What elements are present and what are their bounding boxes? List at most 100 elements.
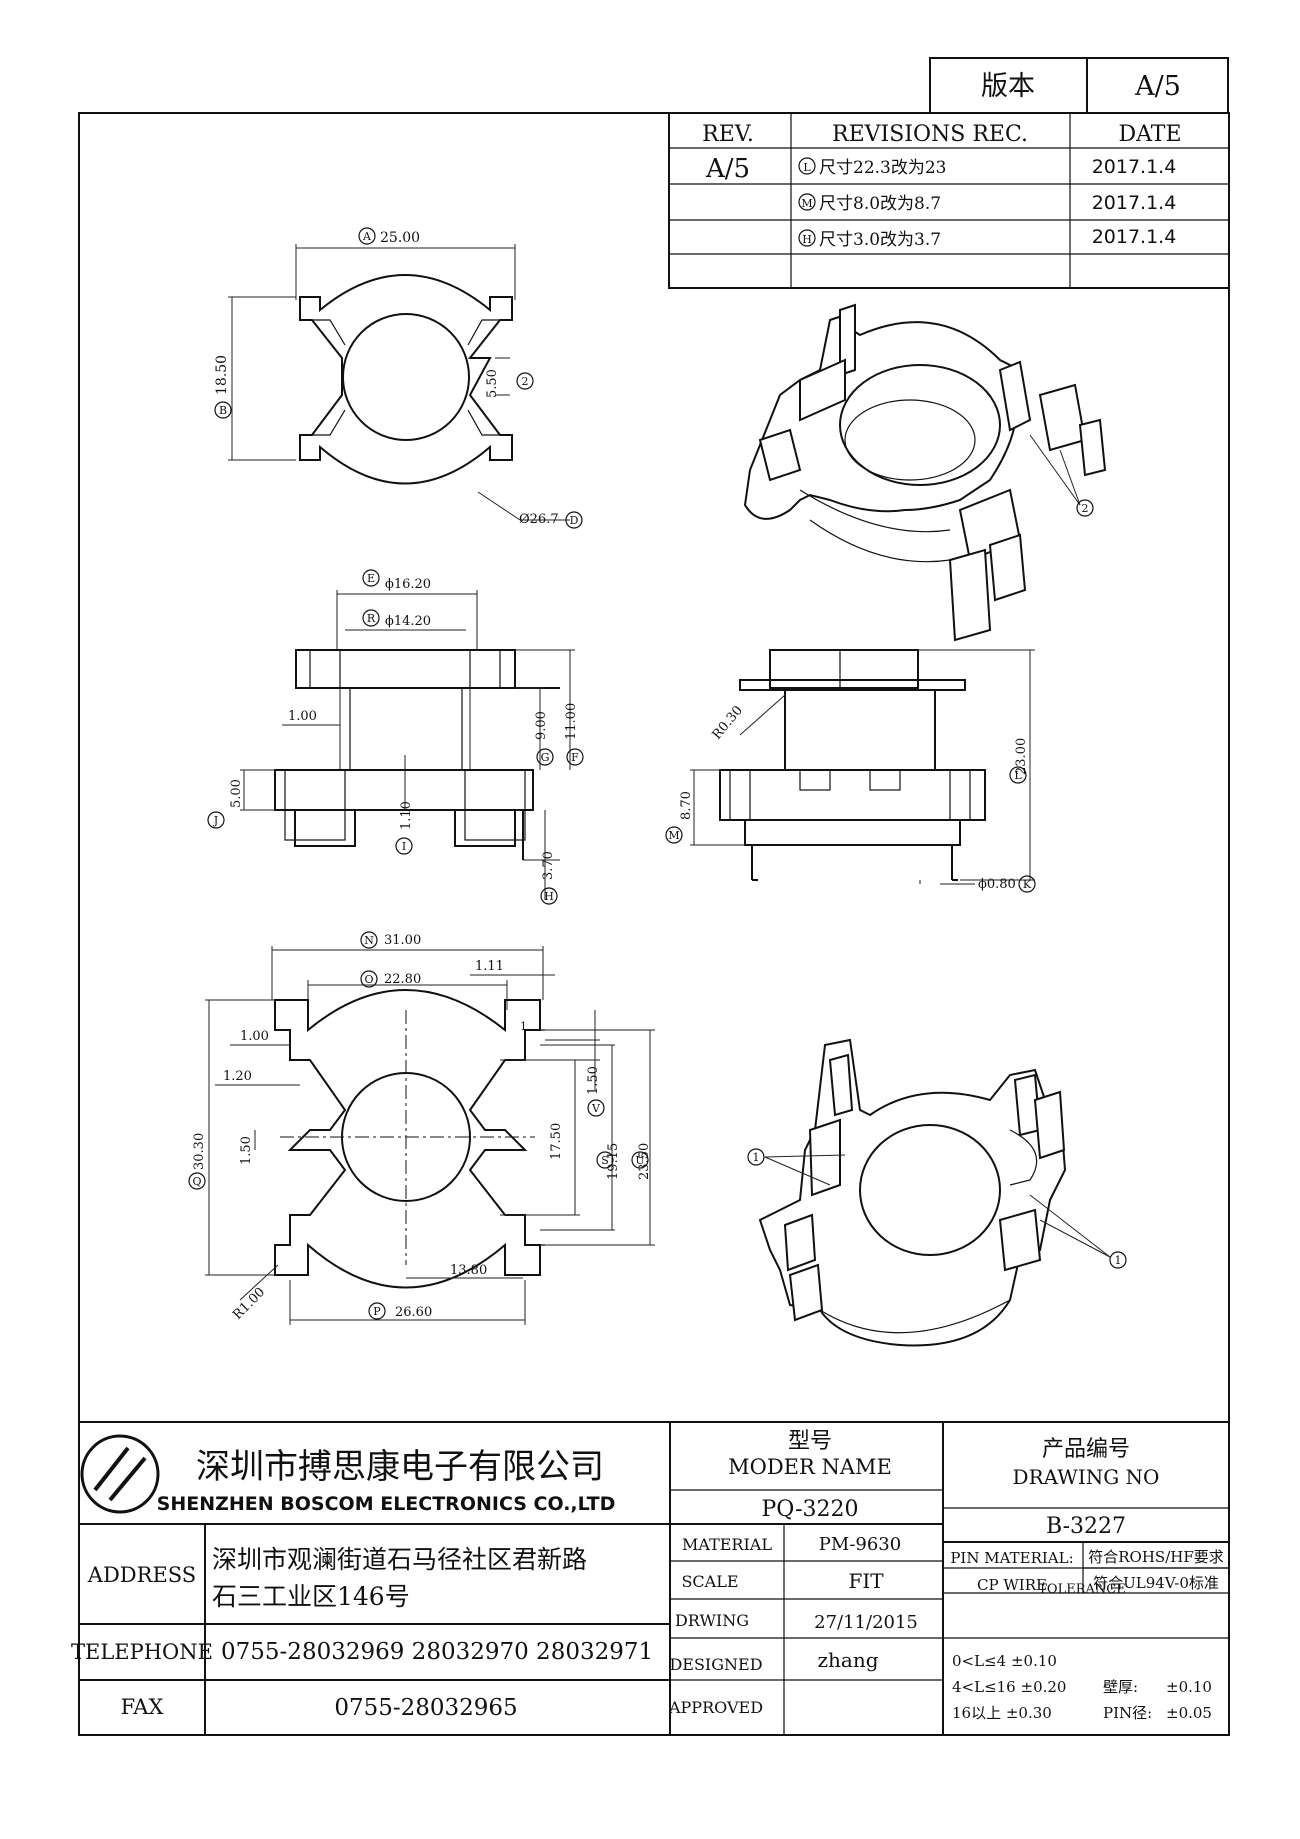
side-mark-l: L bbox=[1014, 769, 1022, 782]
title-block: 深圳市搏思康电子有限公司 SHENZHEN BOSCOM ELECTRONICS… bbox=[71, 1421, 1229, 1735]
boscom-logo bbox=[80, 1434, 160, 1514]
bottom-mark-s: S bbox=[601, 1154, 609, 1167]
top-dim-a: 25.00 bbox=[380, 230, 420, 246]
top-mark-2: 2 bbox=[522, 375, 529, 388]
model-name-cn: 型号 bbox=[788, 1429, 832, 1454]
front-mark-i: I bbox=[402, 840, 406, 853]
material-value: PM-9630 bbox=[819, 1534, 901, 1555]
iso-bottom-mark-1-right: 1 bbox=[1115, 1254, 1122, 1267]
bottom-mark-p: P bbox=[373, 1305, 381, 1318]
front-mark-e: E bbox=[367, 572, 375, 585]
drwing-value: 27/11/2015 bbox=[814, 1612, 918, 1633]
outer-border bbox=[78, 112, 1230, 1736]
rev-row-3-mark: H bbox=[802, 233, 812, 246]
scale-label: SCALE bbox=[681, 1572, 738, 1591]
iso-bottom-mark-1-left: 1 bbox=[753, 1151, 760, 1164]
fax-label: FAX bbox=[121, 1695, 164, 1719]
cp-wire-label: CP WIRE bbox=[977, 1576, 1047, 1594]
front-mark-h: H bbox=[544, 890, 554, 903]
front-mark-r: R bbox=[367, 612, 376, 625]
designed-label: DESIGNED bbox=[669, 1655, 762, 1674]
pin-material-value: 符合ROHS/HF要求 bbox=[1088, 1548, 1224, 1566]
revision-table: REV. REVISIONS REC. DATE A/5 L 尺寸22.3改为2… bbox=[668, 112, 1230, 289]
address-label: ADDRESS bbox=[87, 1563, 196, 1587]
fax-value: 0755-28032965 bbox=[334, 1695, 517, 1721]
side-mark-m: M bbox=[668, 829, 679, 842]
bottom-dim-r100: R1.00 bbox=[230, 1285, 268, 1323]
side-dim-r030: R0.30 bbox=[710, 703, 746, 742]
wall-thickness-value: ±0.10 bbox=[1166, 1678, 1212, 1696]
rev-row-2-mark: M bbox=[801, 197, 812, 210]
rev-row-3-date: 2017.1.4 bbox=[1092, 226, 1177, 248]
iso-top-mark-2: 2 bbox=[1082, 502, 1089, 515]
bottom-dim-n: 31.00 bbox=[384, 933, 421, 948]
rev-row-2-date: 2017.1.4 bbox=[1092, 192, 1177, 214]
front-dim-e: ϕ16.20 bbox=[385, 577, 431, 592]
top-mark-a: A bbox=[362, 230, 372, 243]
tolerance-row-3: 16以上 ±0.30 bbox=[952, 1704, 1052, 1722]
bottom-dim-1-00: 1.00 bbox=[240, 1029, 269, 1044]
bottom-dim-1-11: 1.11 bbox=[475, 959, 504, 974]
bottom-view: N 31.00 O 22.80 1.11 1.00 1.20 1.50 30.3… bbox=[188, 931, 655, 1325]
front-dim-1-00: 1.00 bbox=[288, 709, 317, 724]
bottom-dim-v: 1.50 bbox=[586, 1066, 601, 1095]
designed-value: zhang bbox=[817, 1648, 878, 1672]
tolerance-label: TOLERANCE bbox=[1038, 1582, 1125, 1597]
side-dim-k: ϕ0.80 bbox=[978, 877, 1016, 892]
rev-header: REV. bbox=[702, 122, 754, 147]
bottom-dim-13-80: 13.80 bbox=[450, 1263, 487, 1278]
material-label: MATERIAL bbox=[682, 1535, 772, 1554]
rev-row-1-mark: L bbox=[803, 161, 811, 174]
bottom-mark-1: 1 bbox=[520, 1020, 527, 1033]
rev-row-2-text: 尺寸8.0改为8.7 bbox=[819, 194, 941, 214]
bottom-mark-v: V bbox=[591, 1102, 601, 1115]
side-dim-m: 8.70 bbox=[679, 791, 694, 820]
version-value: A/5 bbox=[1134, 71, 1181, 102]
front-mark-g: G bbox=[541, 751, 550, 764]
drawing-no-value: B-3227 bbox=[1046, 1514, 1126, 1539]
rev-row-3-text: 尺寸3.0改为3.7 bbox=[819, 230, 941, 250]
bottom-dim-o: 22.80 bbox=[384, 972, 421, 987]
top-dim-5-50: 5.50 bbox=[485, 369, 500, 398]
pin-diameter-value: ±0.05 bbox=[1166, 1704, 1212, 1722]
cp-wire-value: 符合UL94V-0标准 bbox=[1093, 1574, 1219, 1592]
telephone-label: TELEPHONE bbox=[71, 1640, 213, 1664]
company-name-en: SHENZHEN BOSCOM ELECTRONICS CO.,LTD bbox=[157, 1493, 616, 1515]
model-name-en: MODER NAME bbox=[728, 1455, 892, 1479]
drwing-label: DRWING bbox=[675, 1611, 749, 1630]
side-dim-l: 23.00 bbox=[1014, 738, 1029, 775]
bottom-mark-u: U bbox=[635, 1154, 644, 1167]
top-mark-b: B bbox=[219, 404, 227, 417]
isometric-view-top: 2 bbox=[743, 303, 1107, 642]
front-mark-f: F bbox=[571, 751, 579, 764]
front-dim-f: 11.00 bbox=[564, 703, 579, 740]
front-dim-i: 1.10 bbox=[399, 801, 414, 830]
bottom-dim-1-50: 1.50 bbox=[239, 1136, 254, 1165]
isometric-view-bottom: 1 1 bbox=[747, 1038, 1127, 1347]
front-dim-g: 9.00 bbox=[534, 711, 549, 740]
front-mark-j: J bbox=[213, 814, 218, 827]
bottom-dim-s: 19.15 bbox=[606, 1143, 621, 1180]
rev-row-1-text: 尺寸22.3改为23 bbox=[819, 158, 946, 178]
bottom-dim-q: 30.30 bbox=[192, 1133, 207, 1170]
tolerance-row-1: 0<L≤4 ±0.10 bbox=[952, 1652, 1057, 1670]
front-dim-r: ϕ14.20 bbox=[385, 614, 431, 629]
address-line-2: 石三工业区146号 bbox=[212, 1582, 410, 1611]
company-name-cn: 深圳市搏思康电子有限公司 bbox=[196, 1447, 604, 1487]
drawing-no-cn: 产品编号 bbox=[1042, 1437, 1130, 1462]
pin-diameter-label: PIN径: bbox=[1103, 1704, 1152, 1722]
scale-value: FIT bbox=[848, 1569, 884, 1593]
wall-thickness-label: 壁厚: bbox=[1103, 1678, 1138, 1696]
bottom-mark-q: Q bbox=[192, 1175, 201, 1188]
side-mark-k: K bbox=[1023, 878, 1032, 891]
front-dim-j: 5.00 bbox=[229, 779, 244, 808]
telephone-value: 0755-28032969 28032970 28032971 bbox=[221, 1639, 653, 1665]
version-box: 版本 A/5 bbox=[929, 57, 1229, 114]
side-view: R0.30 23.00 L 8.70 M ϕ0.80 K bbox=[665, 649, 1036, 893]
top-dim-b: 18.50 bbox=[214, 355, 230, 395]
address-line-1: 深圳市观澜街道石马径社区君新路 bbox=[212, 1545, 587, 1574]
rev-value: A/5 bbox=[705, 154, 750, 184]
rev-row-1-date: 2017.1.4 bbox=[1092, 156, 1177, 178]
bottom-mark-o: O bbox=[364, 973, 373, 986]
